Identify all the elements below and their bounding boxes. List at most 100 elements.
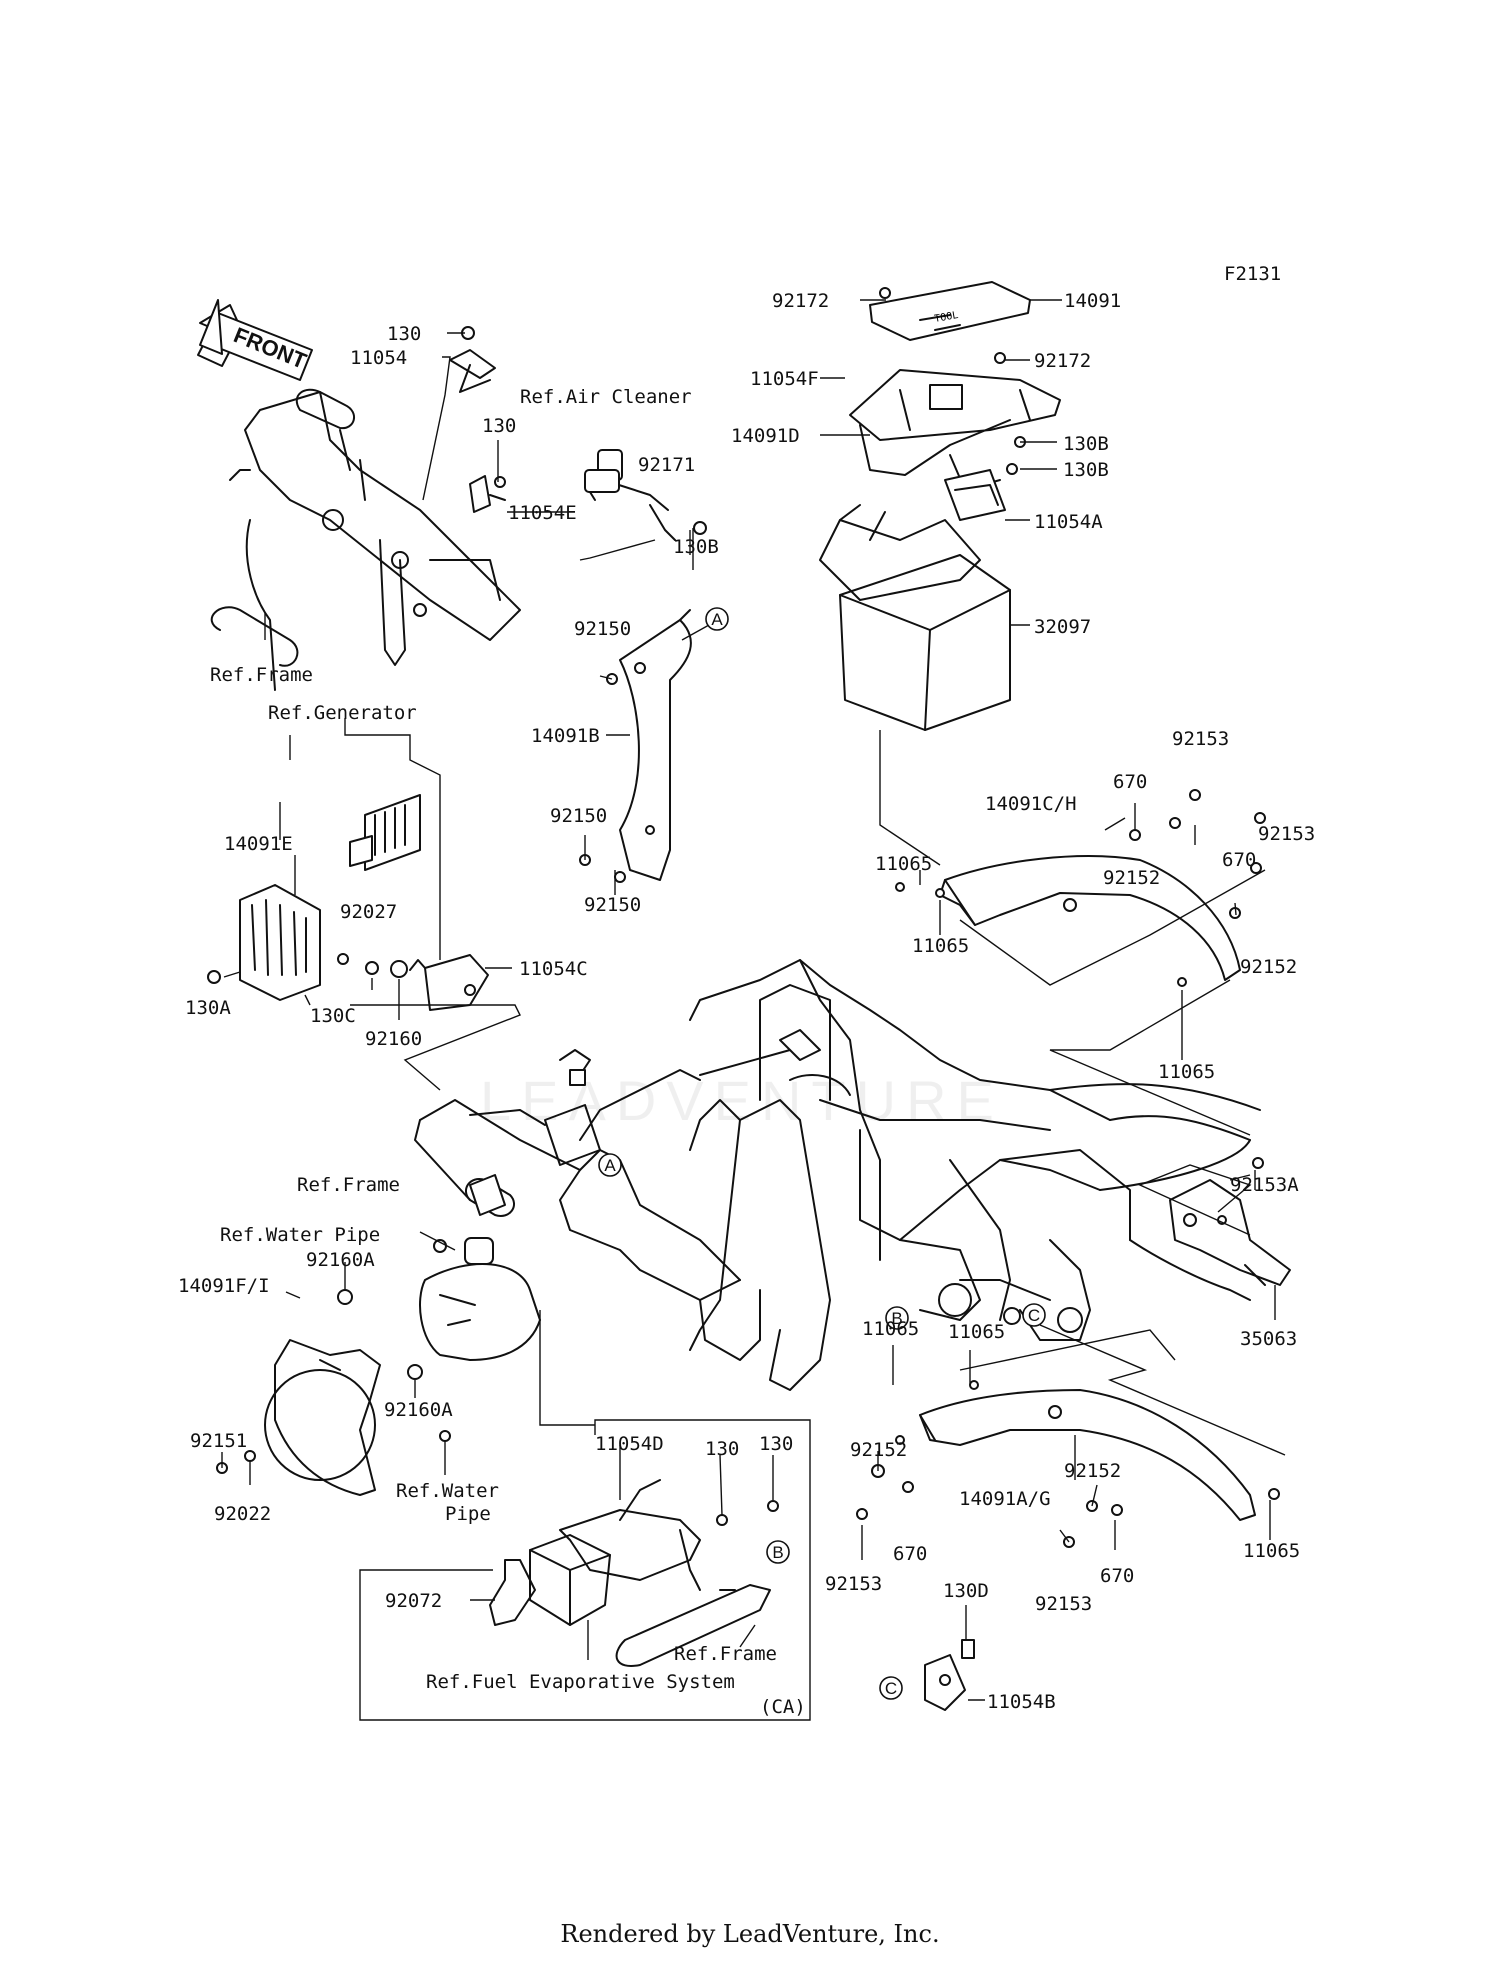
part-label: 92153A xyxy=(1230,1174,1299,1196)
part-label: 130B xyxy=(1063,433,1109,455)
washer-92027 xyxy=(365,961,379,975)
part-label: 14091A/G xyxy=(959,1488,1051,1510)
part-label: 92153 xyxy=(825,1573,882,1595)
part-label: 92150 xyxy=(550,805,607,827)
grommet-92160a-lower xyxy=(407,1364,423,1380)
part-label: 92153 xyxy=(1172,728,1229,750)
fender-bracket-35063 xyxy=(1169,1179,1291,1286)
callout-letter: B xyxy=(891,1309,902,1328)
part-label: 11065 xyxy=(912,935,969,957)
callout-letter: A xyxy=(711,610,723,629)
leader-lines xyxy=(221,299,1286,1701)
regulator-unit xyxy=(349,794,421,871)
front-fender-14091a-g xyxy=(919,1389,1256,1521)
part-label: 11054F xyxy=(750,368,819,390)
engine-mount-crossbar xyxy=(469,1049,791,1216)
part-label: 92152 xyxy=(850,1439,907,1461)
part-label: 670 xyxy=(1113,771,1147,793)
part-label: 670 xyxy=(893,1543,927,1565)
part-label: 670 xyxy=(1222,849,1256,871)
front-frame-section xyxy=(210,388,521,691)
part-label: Ref.Fuel Evaporative System xyxy=(426,1671,735,1693)
callout-letter: B xyxy=(772,1543,783,1562)
part-label: 92160A xyxy=(306,1249,375,1271)
part-label: Ref.Frame xyxy=(297,1174,400,1196)
bracket-11054 xyxy=(449,326,496,393)
cover-14091e xyxy=(239,884,321,1001)
part-label: 670 xyxy=(1100,1565,1134,1587)
watermark-text: LEADVENTURE xyxy=(480,1069,1004,1132)
part-label: 14091 xyxy=(1064,290,1121,312)
part-label: 11065 xyxy=(1243,1540,1300,1562)
part-label: 11065 xyxy=(948,1321,1005,1343)
callout-circle-c-frame: C xyxy=(1022,1303,1046,1327)
part-label: Ref.Air Cleaner xyxy=(520,386,692,408)
part-label: 130 xyxy=(387,323,421,345)
grommet-92160 xyxy=(390,960,408,978)
part-label: 92172 xyxy=(1034,350,1091,372)
front-arrow-icon: FRONT xyxy=(197,299,313,381)
part-label: 11065 xyxy=(875,853,932,875)
part-label: 92151 xyxy=(190,1430,247,1452)
ca-fuel-evap-box xyxy=(359,1419,811,1721)
part-label: 92160A xyxy=(384,1399,453,1421)
battery-case-32097 xyxy=(819,504,1011,731)
callout-letter: C xyxy=(885,1679,897,1698)
part-label: 92171 xyxy=(638,454,695,476)
part-label: 92152 xyxy=(1103,867,1160,889)
bolt-130c xyxy=(337,953,349,965)
bolt-130a xyxy=(207,970,221,984)
part-label: 14091B xyxy=(531,725,600,747)
callout-circle-a-frame: A xyxy=(598,1153,622,1177)
part-label: 11054D xyxy=(595,1433,664,1455)
callout-circle-b-frame: B xyxy=(885,1306,909,1330)
battery-tray-14091d xyxy=(849,369,1061,491)
part-label: Ref.Generator xyxy=(268,702,417,724)
part-label: 130B xyxy=(1063,459,1109,481)
part-label: 130D xyxy=(943,1580,989,1602)
part-label: Pipe xyxy=(445,1503,491,1525)
part-label: 35063 xyxy=(1240,1328,1297,1350)
callout-circle-a-top: A xyxy=(705,607,729,631)
part-label: 92022 xyxy=(214,1503,271,1525)
water-pipe-bolt xyxy=(439,1430,451,1442)
part-label: 11054A xyxy=(1034,511,1103,533)
main-frame xyxy=(414,959,1261,1391)
callout-letter: A xyxy=(604,1156,616,1175)
rear-fender-14091c-h xyxy=(939,855,1241,981)
part-label: 92152 xyxy=(1064,1460,1121,1482)
part-label: 14091D xyxy=(731,425,800,447)
engine-cover-14091f-i xyxy=(264,1339,381,1496)
grommet-92022 xyxy=(244,1450,256,1462)
side-cover-14091b xyxy=(619,609,692,881)
part-label: 130B xyxy=(673,536,719,558)
part-label: 11054 xyxy=(350,347,407,369)
footer-credit: Rendered by LeadVenture, Inc. xyxy=(560,1920,940,1948)
part-label: Ref.Frame xyxy=(210,664,313,686)
air-cleaner-valve xyxy=(584,449,707,541)
part-label: Ref.Water xyxy=(396,1480,499,1502)
part-label: 92027 xyxy=(340,901,397,923)
part-label: 32097 xyxy=(1034,616,1091,638)
battery-cover-14091: TOOL xyxy=(869,281,1031,341)
grommet-92160a-upper xyxy=(337,1289,353,1305)
part-label: Ref.Water Pipe xyxy=(220,1224,380,1246)
callout-circle-b-box: B xyxy=(766,1540,790,1564)
part-label: 130 xyxy=(705,1438,739,1460)
bracket-11054b xyxy=(924,1639,975,1711)
part-label: 92072 xyxy=(385,1590,442,1612)
bracket-11054a xyxy=(944,469,1006,521)
part-label: 14091C/H xyxy=(985,793,1077,815)
part-label: 11065 xyxy=(1158,1061,1215,1083)
diagram-code: F2131 xyxy=(1224,263,1281,285)
part-label: 92150 xyxy=(574,618,631,640)
bracket-11054c xyxy=(409,954,489,1011)
part-label: 11054E xyxy=(508,502,577,524)
part-label: (CA) xyxy=(760,1696,806,1718)
part-label: 92152 xyxy=(1240,956,1297,978)
callout-circle-c-bracket: C xyxy=(879,1676,903,1700)
part-label: 11065 xyxy=(862,1318,919,1340)
part-label: 92150 xyxy=(584,894,641,916)
part-label: 130 xyxy=(482,415,516,437)
